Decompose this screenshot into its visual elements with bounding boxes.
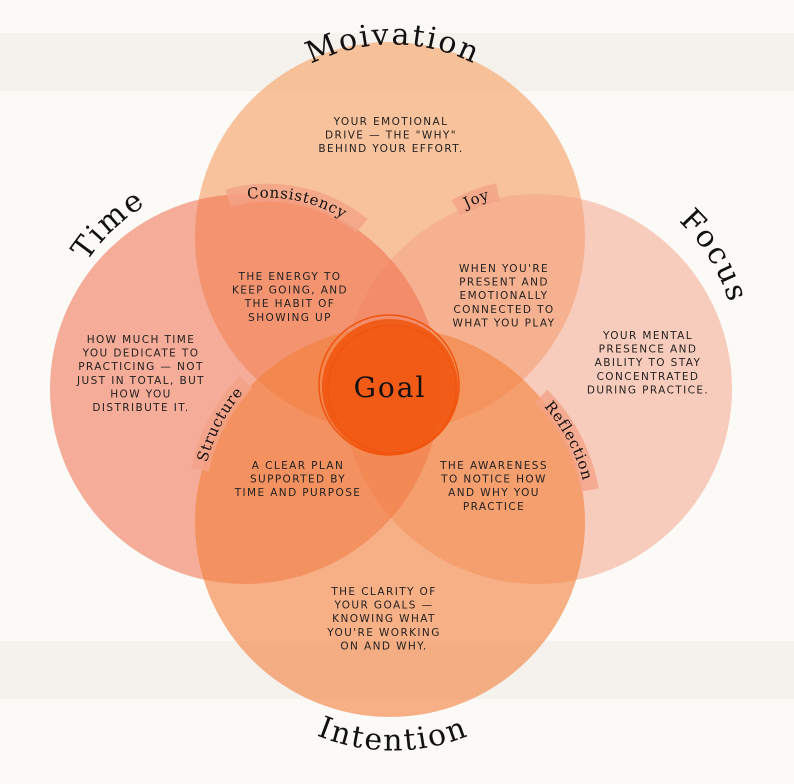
- description-line: WHAT YOU PLAY: [453, 317, 556, 329]
- description-line: DISTRIBUTE IT.: [92, 402, 189, 414]
- description-text: THE CLARITY OF YOUR GOALS —KNOWING WHAT YO…: [326, 586, 440, 652]
- description-line: DURING PRACTICE.: [587, 384, 709, 396]
- description-line: PRESENCE AND: [599, 344, 698, 356]
- joy-label-band: [451, 183, 501, 216]
- description-line: HOW YOU: [110, 388, 171, 400]
- goal-label: Goal: [354, 371, 427, 404]
- goal-circle: [322, 319, 458, 455]
- description-line: SUPPORTED BY: [250, 474, 346, 486]
- description-line: YOUR MENTAL: [602, 330, 693, 342]
- structure-label-band: [191, 375, 253, 472]
- description-line: WHEN YOU'RE: [459, 263, 549, 275]
- description-line: THE CLARITY OF: [330, 586, 436, 598]
- description-line: KEEP GOING, AND: [232, 285, 348, 297]
- description-line: BEHIND YOUR EFFORT.: [318, 143, 463, 155]
- description-line: YOU DEDICATE TO: [82, 348, 200, 360]
- description-line: YOUR EMOTIONAL: [333, 116, 449, 128]
- description-line: SHOWING UP: [248, 312, 332, 324]
- description-line: PRESENT AND: [459, 277, 549, 289]
- description-line: CONCENTRATED: [597, 371, 700, 383]
- description-line: JUST IN TOTAL, BUT: [76, 375, 205, 387]
- description-line: AND WHY YOU: [448, 487, 540, 499]
- description-line: A CLEAR PLAN: [252, 460, 344, 472]
- consistency-label-band: [225, 183, 368, 234]
- description-text: YOUR EMOTIONAL DRIVE — THE "WHY"BEHIND YO…: [318, 116, 463, 155]
- intention-title: Intention: [313, 710, 470, 759]
- description-line: EMOTIONALLY: [460, 290, 549, 302]
- description-line: PRACTICING — NOT: [78, 361, 204, 373]
- description-line: THE HABIT OF: [244, 298, 336, 310]
- description-line: TO NOTICE HOW: [440, 474, 547, 486]
- intention-description: THE CLARITY OF YOUR GOALS —KNOWING WHAT YO…: [326, 586, 440, 652]
- motivation-description: YOUR EMOTIONAL DRIVE — THE "WHY"BEHIND YO…: [318, 116, 463, 155]
- goal-ring-inner: [327, 324, 457, 454]
- description-line: YOU'RE WORKING: [326, 627, 440, 639]
- description-line: ON AND WHY.: [340, 640, 427, 652]
- description-line: CONNECTED TO: [453, 304, 554, 316]
- description-line: HOW MUCH TIME: [87, 334, 196, 346]
- description-line: ABILITY TO STAY: [595, 357, 702, 369]
- description-line: THE AWARENESS: [439, 460, 548, 472]
- svg-text:Intention: Intention: [313, 710, 472, 759]
- intention-circle: [195, 327, 585, 717]
- description-line: YOUR GOALS —: [334, 600, 434, 612]
- description-line: TIME AND PURPOSE: [234, 487, 362, 499]
- description-line: KNOWING WHAT: [332, 613, 436, 625]
- description-line: THE ENERGY TO: [238, 271, 342, 283]
- description-line: DRIVE — THE "WHY": [325, 130, 457, 142]
- reflection-label-band: [534, 389, 599, 492]
- description-line: PRACTICE: [463, 501, 525, 513]
- goal-ring-outer: [318, 314, 460, 456]
